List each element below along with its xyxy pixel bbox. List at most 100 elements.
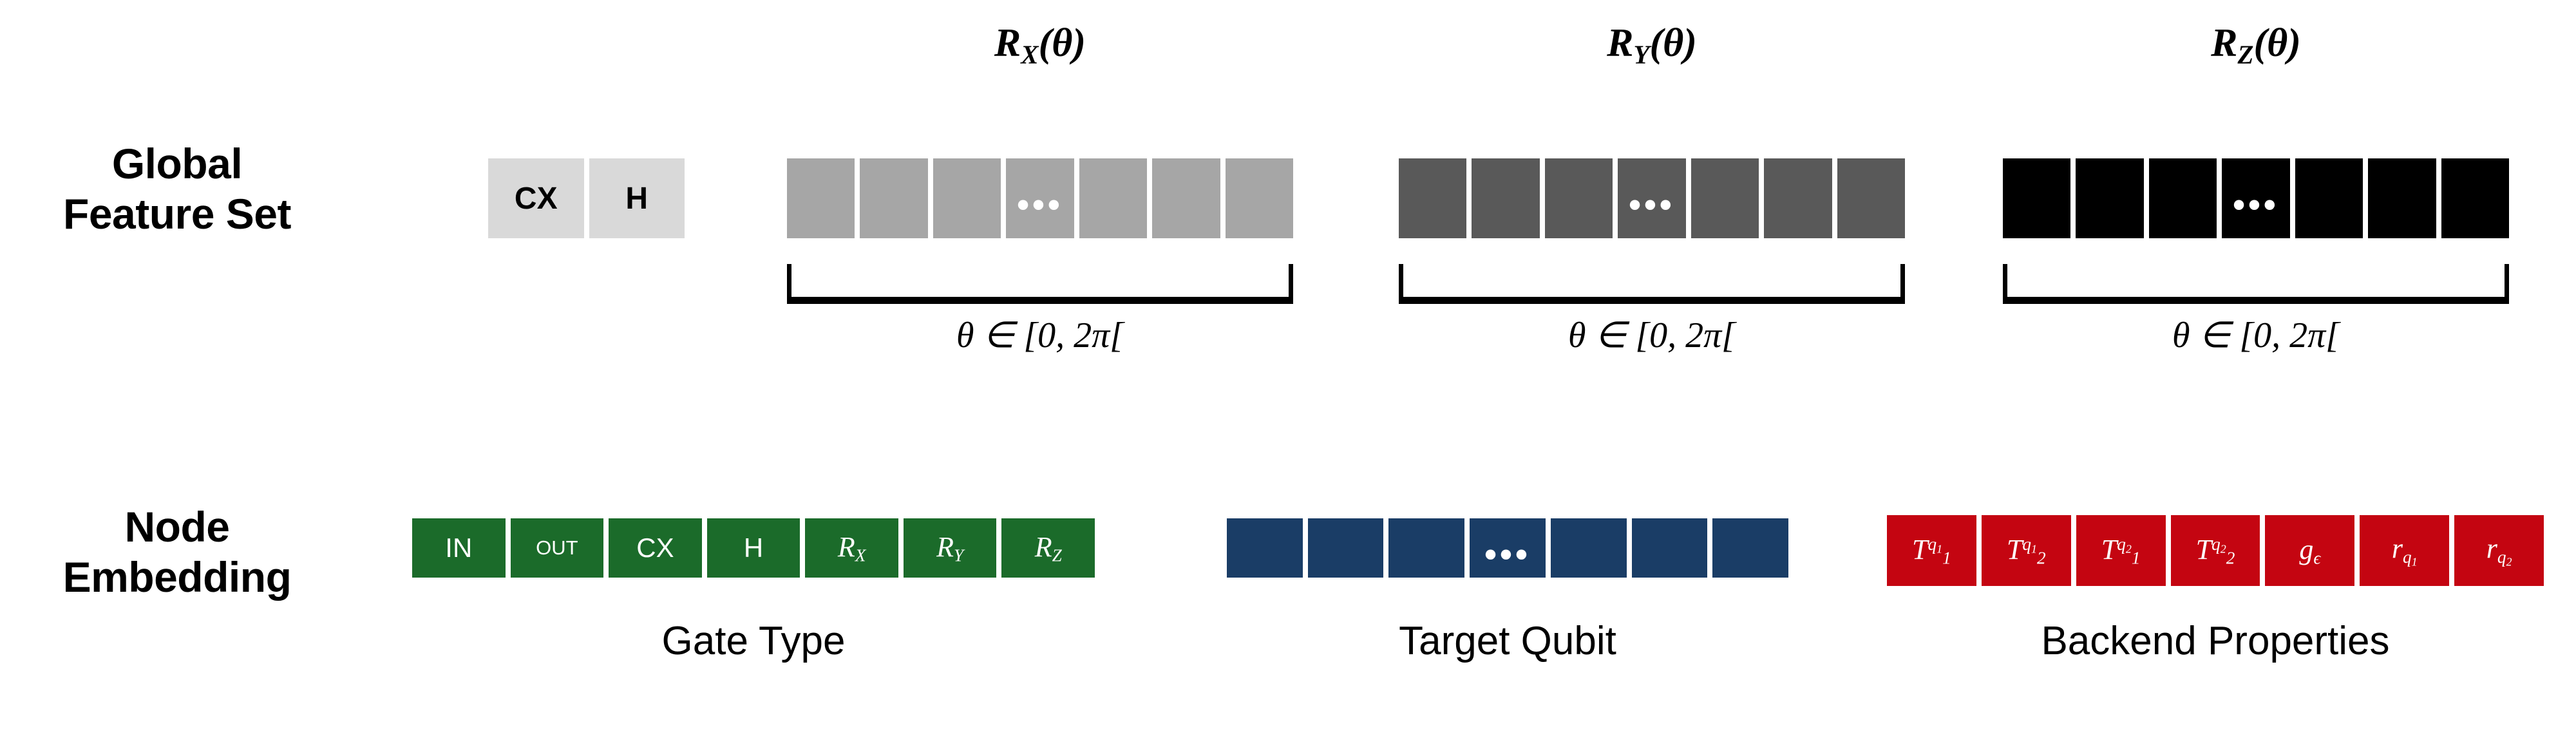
backend-label-t1q2-base: T <box>2101 533 2117 565</box>
gate-type-label-h: H <box>743 533 764 563</box>
backend-label-gepsilon-base: g <box>2299 533 2314 565</box>
gate-type-label-rz-base: R <box>1034 531 1052 563</box>
group-title-rz-sub: Z <box>2237 40 2254 70</box>
global-feature-set-label-line1: Global <box>111 140 243 187</box>
backend-label-t2q1-base: T <box>2006 533 2023 565</box>
gate-type-label-ry-base: R <box>936 531 954 563</box>
backend-label-t2q2-sup-base: q <box>2211 534 2221 554</box>
target-qubit-cell[interactable] <box>1227 518 1305 578</box>
global-gate-cell-cx[interactable]: CX <box>488 158 587 238</box>
node-strip-backend-properties: Tq11 Tq12 Tq21 Tq22 gϵ rq1 rq2 <box>1887 515 2544 586</box>
backend-label-rq2-sub: q2 <box>2497 547 2512 569</box>
global-rx-cell[interactable] <box>1076 158 1150 238</box>
global-ry-cell[interactable] <box>1834 158 1905 238</box>
gate-type-cell-in[interactable]: IN <box>412 518 508 578</box>
global-ry-cell[interactable] <box>1688 158 1762 238</box>
underbrace-rx <box>787 264 1293 304</box>
node-strip-gate-type: IN OUT CX H RX RY RZ <box>412 518 1095 578</box>
backend-cell-t2q1[interactable]: Tq12 <box>1978 515 2074 586</box>
ellipsis-icon: ••• <box>1484 534 1531 574</box>
group-title-rx: RX(θ) <box>787 21 1293 70</box>
global-ry-cell[interactable] <box>1761 158 1835 238</box>
global-rx-cell[interactable] <box>930 158 1004 238</box>
gate-type-cell-rx[interactable]: RX <box>802 518 901 578</box>
global-rx-cell[interactable] <box>1222 158 1293 238</box>
global-ry-cell[interactable] <box>1399 158 1470 238</box>
backend-label-rq1-base: r <box>2391 533 2403 565</box>
section-caption-gate-type: Gate Type <box>661 619 846 663</box>
node-embedding-label-line1: Node <box>124 503 231 551</box>
target-qubit-cell[interactable] <box>1305 518 1387 578</box>
global-ry-cell-ellipsis: ••• <box>1615 158 1689 238</box>
section-caption-backend-properties: Backend Properties <box>2041 619 2390 663</box>
backend-label-rq2-base: r <box>2486 533 2497 565</box>
target-qubit-cell[interactable] <box>1548 518 1629 578</box>
backend-label-t2q2-sub: 2 <box>2226 548 2235 568</box>
global-rx-cell[interactable] <box>1150 158 1223 238</box>
backend-label-rq2: rq2 <box>2486 532 2512 569</box>
backend-cell-t2q2[interactable]: Tq22 <box>2168 515 2263 586</box>
gate-type-label-ry-sub: Y <box>954 545 964 565</box>
underbrace-ry <box>1399 264 1905 304</box>
gate-type-label-in: IN <box>445 533 473 563</box>
global-ry-cell[interactable] <box>1469 158 1542 238</box>
global-discrete-gate-strip: CX H <box>488 158 685 238</box>
global-rz-cell[interactable] <box>2003 158 2074 238</box>
global-rx-cell[interactable] <box>787 158 858 238</box>
backend-label-t2q1-sub: 2 <box>2037 548 2046 568</box>
ellipsis-icon: ••• <box>1017 185 1063 224</box>
backend-label-t2q2: Tq22 <box>2196 533 2235 569</box>
target-qubit-cell[interactable] <box>1629 518 1710 578</box>
backend-label-rq2-subsub: 2 <box>2506 555 2512 569</box>
group-title-rx-base: R <box>994 21 1021 65</box>
gate-type-label-ry: RY <box>936 531 963 566</box>
global-rz-cell[interactable] <box>2146 158 2220 238</box>
group-title-ry-sub: Y <box>1633 40 1650 70</box>
global-rz-cell[interactable] <box>2292 158 2366 238</box>
gate-type-cell-rz[interactable]: RZ <box>999 518 1095 578</box>
node-embedding-label: Node Embedding <box>19 502 335 603</box>
backend-label-rq1: rq1 <box>2392 532 2418 569</box>
target-qubit-cell[interactable] <box>1710 518 1789 578</box>
gate-type-cell-h[interactable]: H <box>704 518 803 578</box>
backend-label-gepsilon-sub: ϵ <box>2313 548 2321 568</box>
global-gate-label-cx: CX <box>514 181 558 216</box>
global-gate-label-h: H <box>625 181 649 216</box>
backend-label-t2q2-sup: q2 <box>2211 534 2226 556</box>
backend-cell-gepsilon[interactable]: gϵ <box>2262 515 2358 586</box>
backend-label-t1q1-sub: 1 <box>1942 548 1951 568</box>
group-title-rx-arg: (θ) <box>1038 21 1086 65</box>
gate-type-cell-out[interactable]: OUT <box>507 518 607 578</box>
backend-label-t1q2-sup: q2 <box>2117 534 2132 556</box>
theta-caption-ry: θ ∈ [0, 2π[ <box>1568 316 1736 355</box>
backend-cell-t1q1[interactable]: Tq11 <box>1887 515 1979 586</box>
backend-label-t1q2: Tq21 <box>2101 533 2141 569</box>
global-rz-cell[interactable] <box>2365 158 2439 238</box>
global-rotation-strip-rx: ••• <box>787 158 1293 238</box>
backend-cell-rq1[interactable]: rq1 <box>2357 515 2452 586</box>
backend-label-t2q1-sup: q1 <box>2022 534 2037 556</box>
theta-caption-rz: θ ∈ [0, 2π[ <box>2172 316 2340 355</box>
global-ry-cell[interactable] <box>1542 158 1616 238</box>
backend-label-t1q1-sup-base: q <box>1927 534 1937 554</box>
global-rz-cell[interactable] <box>2438 158 2509 238</box>
gate-type-label-cx: CX <box>636 533 674 563</box>
ellipsis-icon: ••• <box>2233 185 2279 224</box>
theta-caption-rx: θ ∈ [0, 2π[ <box>956 316 1124 355</box>
backend-label-t1q1-supsub: 1 <box>1937 542 1943 556</box>
global-rx-cell[interactable] <box>857 158 931 238</box>
gate-type-cell-ry[interactable]: RY <box>900 518 999 578</box>
global-rx-cell-ellipsis: ••• <box>1003 158 1077 238</box>
backend-label-t1q1: Tq11 <box>1912 533 1951 569</box>
backend-label-rq1-subsub: 1 <box>2411 555 2418 569</box>
group-title-ry-arg: (θ) <box>1649 21 1697 65</box>
global-gate-cell-h[interactable]: H <box>586 158 685 238</box>
section-caption-target-qubit: Target Qubit <box>1399 619 1616 663</box>
gate-type-cell-cx[interactable]: CX <box>606 518 705 578</box>
target-qubit-cell[interactable] <box>1386 518 1468 578</box>
backend-label-t1q2-sub: 1 <box>2131 548 2141 568</box>
backend-cell-t1q2[interactable]: Tq21 <box>2073 515 2168 586</box>
global-rz-cell[interactable] <box>2073 158 2146 238</box>
underbrace-rz <box>2003 264 2509 304</box>
backend-cell-rq2[interactable]: rq2 <box>2452 515 2544 586</box>
